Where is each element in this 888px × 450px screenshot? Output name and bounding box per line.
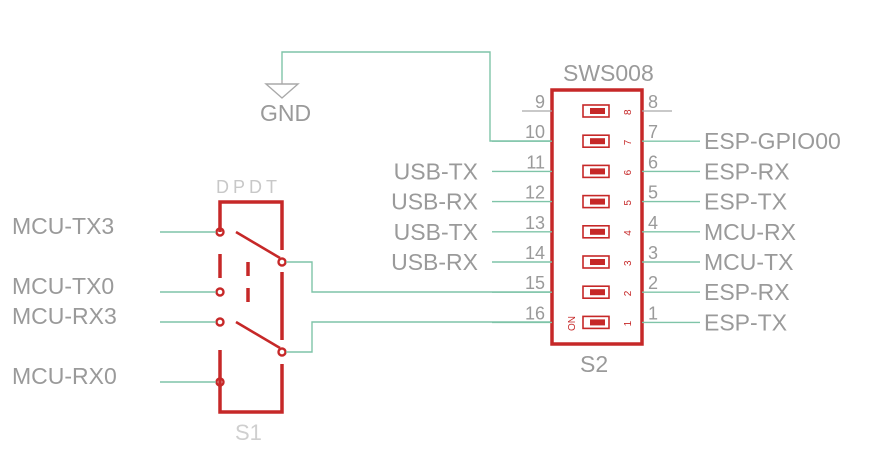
- s2-switch-slot: [582, 104, 610, 118]
- s2-switch-knob: [590, 289, 605, 296]
- s2-net-label: USB-RX: [391, 189, 478, 215]
- s2-pin-number: 16: [525, 303, 545, 323]
- s2-switch-1[interactable]: 1: [582, 315, 634, 330]
- s2-pin-number: 5: [648, 183, 658, 203]
- s2-switch-slot: [582, 285, 610, 300]
- net-label-mcu-tx0: MCU-TX0: [12, 273, 114, 299]
- net-wire-s1-to-pin16: [286, 321, 552, 353]
- s2-body: [550, 88, 644, 346]
- s2-pin-number: 13: [525, 213, 545, 233]
- s2-switch-number: 8: [623, 109, 634, 115]
- s2-name: S2: [580, 351, 608, 377]
- s1-contact-tx3: [215, 227, 225, 237]
- s2-pin-number: 8: [648, 92, 658, 112]
- s2-switch-8[interactable]: 8: [582, 104, 634, 118]
- s2-pin-number: 12: [525, 183, 545, 203]
- s2-pin-number: 4: [648, 213, 658, 233]
- s2-switch-number: 7: [623, 139, 634, 145]
- s2-pin-number: 10: [525, 122, 545, 142]
- s1-common-2: [277, 347, 287, 357]
- s1-blade-2: [235, 320, 281, 350]
- s2-switch-knob: [590, 138, 605, 145]
- net-label-mcu-rx3: MCU-RX3: [12, 303, 117, 329]
- s1-name: S1: [235, 420, 262, 445]
- s2-net-label: MCU-TX: [704, 249, 793, 275]
- s2-switch-slot: [582, 255, 610, 269]
- s2-switch-knob: [590, 198, 605, 205]
- s1-type-label: DPDT: [216, 177, 281, 197]
- s2-switch-knob: [590, 259, 605, 265]
- s2-net-label: ESP-GPIO00: [704, 128, 841, 154]
- s2-switch-slot: [582, 315, 610, 330]
- s2-pin-number: 1: [648, 303, 658, 323]
- gnd-net-wire: [281, 51, 552, 142]
- s2-net-label: ESP-RX: [704, 158, 790, 184]
- s2-switch-number: 2: [623, 290, 634, 296]
- s2-switch-4[interactable]: 4: [582, 225, 634, 239]
- s2-pin-number: 6: [648, 152, 658, 172]
- s2-pin-number: 7: [648, 122, 658, 142]
- s2-switch-number: 1: [623, 320, 634, 326]
- s2-switch-slot: [582, 164, 610, 179]
- s2-net-label: ESP-RX: [704, 279, 790, 305]
- s1-body-bottom: [218, 350, 284, 414]
- s2-switch-number: 4: [623, 230, 634, 236]
- s1-contact-tx0: [215, 287, 225, 297]
- s2-net-label: ESP-TX: [704, 189, 787, 215]
- s1-contact-rx3: [215, 317, 225, 327]
- s2-switch-knob: [590, 319, 605, 326]
- net-label-mcu-rx0: MCU-RX0: [12, 363, 117, 389]
- s2-switch-slot: [582, 225, 610, 239]
- s2-switch-knob: [590, 228, 605, 235]
- s1-body-top: [218, 200, 284, 250]
- s2-switch-array: 8 7 6 5 4 3 2 1: [582, 104, 634, 330]
- s2-switch-slot: [582, 134, 610, 148]
- s2-pin-number: 9: [535, 92, 545, 112]
- s2-switch-3[interactable]: 3: [582, 255, 634, 269]
- s2-switch-5[interactable]: 5: [582, 194, 634, 209]
- s2-switch-knob: [590, 108, 605, 114]
- s2-switch-knob: [590, 168, 605, 175]
- s2-switch-7[interactable]: 7: [582, 134, 634, 148]
- s2-pin-number: 14: [525, 243, 545, 263]
- s2-net-label: USB-RX: [391, 249, 478, 275]
- s2-net-label: USB-TX: [394, 158, 478, 184]
- s2-switch-2[interactable]: 2: [582, 285, 634, 300]
- gnd-symbol: [264, 80, 300, 99]
- s1-contact-rx0: [215, 377, 225, 387]
- s2-net-label: ESP-TX: [704, 309, 787, 335]
- s2-value: SWS008: [563, 60, 654, 86]
- s2-pin-number: 3: [648, 243, 658, 263]
- s2-on-label: ON: [567, 316, 578, 331]
- s2-switch-number: 3: [623, 260, 634, 266]
- s1-common-1: [277, 257, 287, 267]
- s2-switch-number: 5: [623, 200, 634, 206]
- dip-switch-s2[interactable]: SWS008 S2 ON 8 7 6 5 4 3 2 1: [550, 60, 654, 377]
- s1-blade-1: [235, 230, 281, 260]
- net-label-mcu-tx3: MCU-TX3: [12, 213, 114, 239]
- s2-pin-number: 15: [525, 273, 545, 293]
- s2-switch-6[interactable]: 6: [582, 164, 634, 179]
- s2-switch-number: 6: [623, 169, 634, 175]
- switch-s1[interactable]: DPDT S1: [215, 177, 287, 445]
- net-wire-s1-to-pin15: [286, 261, 552, 293]
- gnd-label: GND: [260, 100, 311, 126]
- s2-switch-slot: [582, 194, 610, 209]
- s2-pin-number: 11: [526, 152, 545, 172]
- s2-pin-number: 2: [648, 273, 658, 293]
- s2-net-label: USB-TX: [394, 219, 478, 245]
- s2-net-label: MCU-RX: [704, 219, 796, 245]
